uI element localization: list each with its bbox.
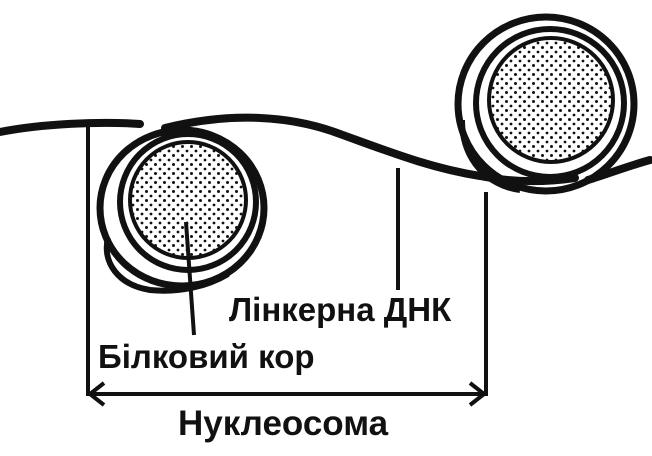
dna-wrap-outer-right xyxy=(454,13,638,195)
dna-wrap-outer xyxy=(96,126,268,290)
protein-core-label: Білковий кор xyxy=(98,338,315,375)
dna-strand-left xyxy=(0,118,144,136)
dna-wrap-inner-right xyxy=(473,26,627,180)
pointer-protein-core xyxy=(184,221,196,336)
linker-dna-strand xyxy=(161,113,579,186)
dna-wrap-tail xyxy=(103,237,230,294)
left-nucleosome xyxy=(96,126,268,294)
nucleosome-label: Нуклеосома xyxy=(178,404,389,443)
arrowhead-right xyxy=(468,381,486,407)
dna-wrap-tail-right xyxy=(459,119,521,193)
arrowhead-left xyxy=(88,381,106,407)
linker-dna-label: Лінкерна ДНК xyxy=(229,291,452,328)
right-nucleosome xyxy=(454,13,638,195)
protein-core-right xyxy=(487,36,615,164)
